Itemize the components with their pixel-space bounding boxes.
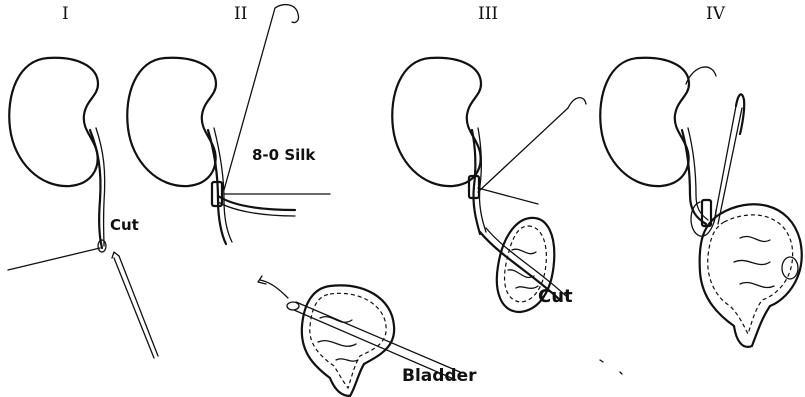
kidney-3 — [392, 58, 481, 186]
bladder-main — [302, 285, 394, 396]
bladder-label: Bladder — [402, 366, 477, 386]
thread-1 — [8, 248, 100, 270]
arrow-curve — [260, 280, 288, 298]
panel-3-numeral: III — [478, 4, 498, 24]
kidney-4 — [600, 58, 689, 186]
bladder-4 — [700, 204, 802, 347]
suture-label: 8-0 Silk — [252, 146, 315, 164]
panel-4-drawing — [600, 58, 801, 347]
knot-4 — [782, 257, 798, 279]
cut-label-1: Cut — [110, 216, 139, 234]
kidney-1 — [9, 58, 98, 186]
panel-2-numeral: II — [234, 4, 247, 24]
panel-2-drawing — [127, 5, 330, 244]
panel-4-numeral: IV — [706, 4, 725, 24]
panel-3-drawing — [392, 58, 586, 312]
needle-1 — [112, 252, 158, 358]
panel-1-drawing — [8, 58, 158, 358]
ureter-1 — [90, 130, 102, 248]
kidney-2 — [127, 58, 216, 186]
panel-1-numeral: I — [62, 4, 69, 24]
cut-label-2: Cut — [538, 286, 573, 307]
